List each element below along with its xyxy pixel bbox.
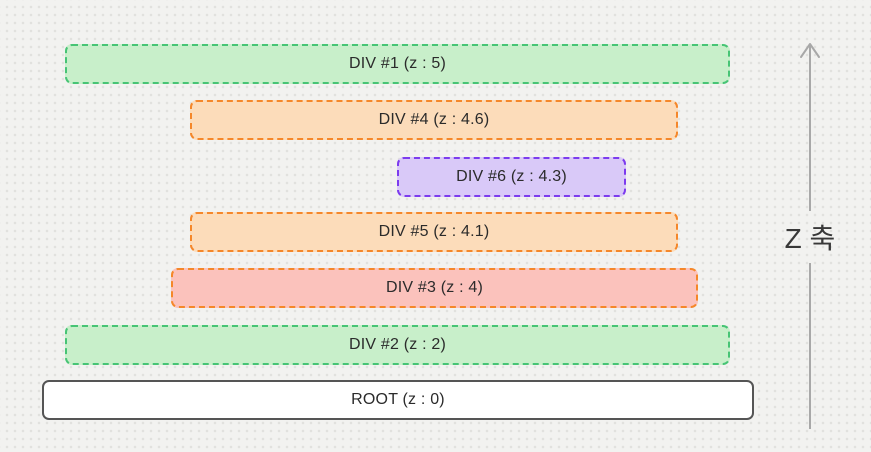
layer-label: ROOT (z : 0) <box>351 391 445 408</box>
layer-label: DIV #1 (z : 5) <box>348 55 447 72</box>
layer-bar-div4: DIV #4 (z : 4.6) <box>190 100 678 140</box>
layer-label: DIV #6 (z : 4.3) <box>456 168 567 185</box>
layer-bar-div6: DIV #6 (z : 4.3) <box>397 157 626 197</box>
layer-label: DIV #3 (z : 4) <box>385 279 484 296</box>
layer-label: DIV #5 (z : 4.1) <box>378 223 490 240</box>
z-axis-label: Z 축 <box>784 223 836 254</box>
layer-bar-root: ROOT (z : 0) <box>42 380 754 420</box>
layer-bar-div5: DIV #5 (z : 4.1) <box>190 212 678 252</box>
layer-bar-div2: DIV #2 (z : 2) <box>65 325 730 365</box>
layer-bar-div1: DIV #1 (z : 5) <box>65 44 730 84</box>
layer-label: DIV #4 (z : 4.6) <box>378 111 490 128</box>
layer-label: DIV #2 (z : 2) <box>348 336 447 353</box>
layer-bar-div3: DIV #3 (z : 4) <box>171 268 698 308</box>
